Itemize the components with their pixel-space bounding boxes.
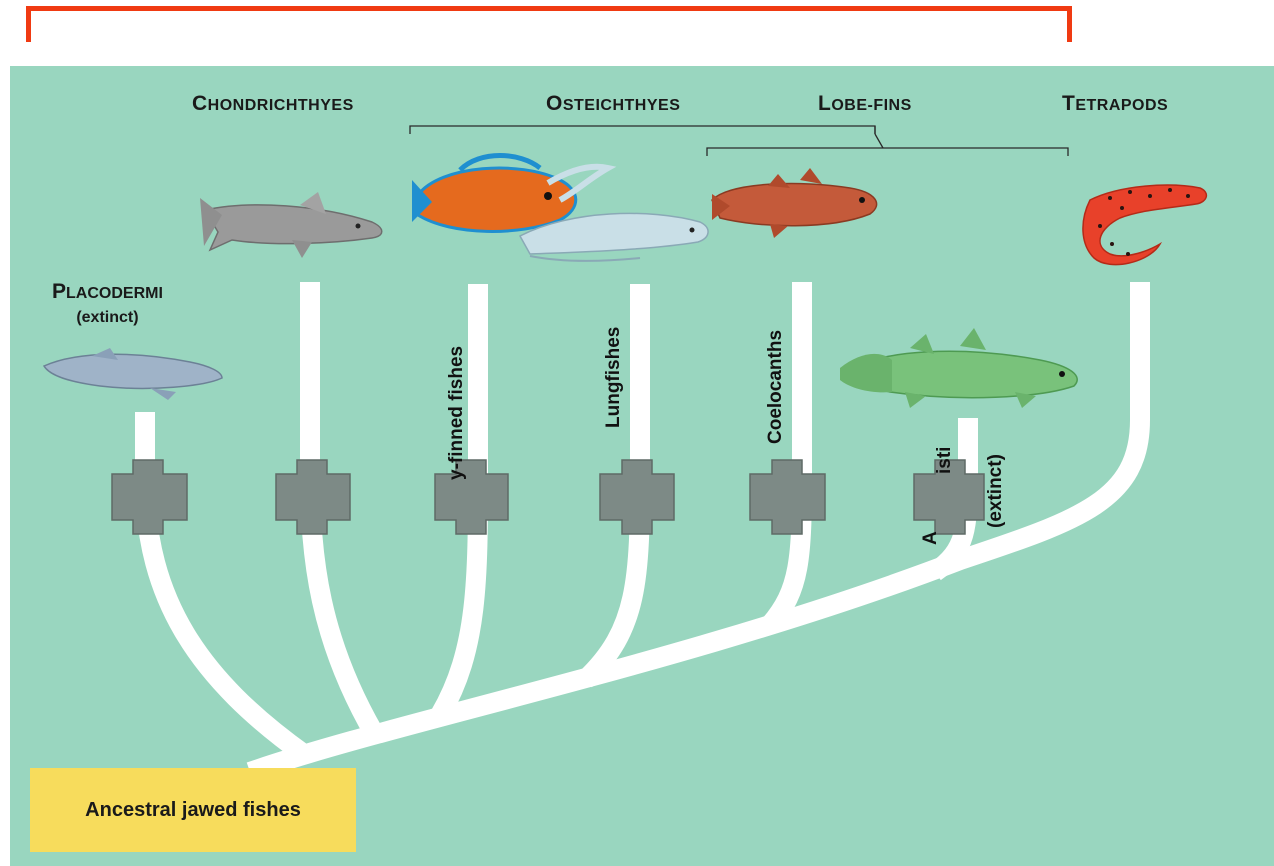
plus-marker-5	[750, 460, 825, 534]
osteichthyes-bracket	[410, 126, 875, 134]
plus-marker-1	[112, 460, 187, 534]
salamander-icon	[1083, 185, 1206, 264]
label-rhipidistians: isti	[934, 447, 956, 474]
branch-placodermi	[145, 412, 305, 755]
label-tetrapods: TETRAPODS	[1062, 92, 1168, 116]
label-lobe-fins: LOBE-FINS	[818, 92, 912, 116]
shark-icon	[200, 192, 382, 258]
coelacanth-icon	[712, 168, 877, 238]
plus-marker-2	[276, 460, 350, 534]
label-rhipidistians-first-letter: A	[920, 531, 942, 545]
label-placodermi: PLACODERMI (extinct)	[52, 280, 163, 330]
placoderm-fish-icon	[44, 348, 222, 400]
plus-marker-4	[600, 460, 674, 534]
label-rhipidistians-extinct: (extinct)	[985, 454, 1007, 528]
rhipidistian-fish-icon	[840, 328, 1077, 408]
ray-finned-fish-icon	[412, 156, 576, 232]
label-osteichthyes: OSTEICHTHYES	[546, 92, 680, 116]
plus-markers	[112, 460, 984, 534]
label-chondrichthyes: CHONDRICHTHYES	[192, 92, 354, 116]
label-ray-finned-fishes: y-finned fishes	[446, 346, 468, 480]
placodermi-note: (extinct)	[52, 306, 163, 330]
label-lungfishes: Lungfishes	[603, 327, 625, 428]
lobe-fins-bracket	[707, 148, 1068, 156]
label-coelacanths: Coelocanths	[765, 330, 787, 444]
root-box-ancestral-jawed-fishes: Ancestral jawed fishes	[30, 768, 356, 852]
root-label: Ancestral jawed fishes	[85, 799, 301, 822]
